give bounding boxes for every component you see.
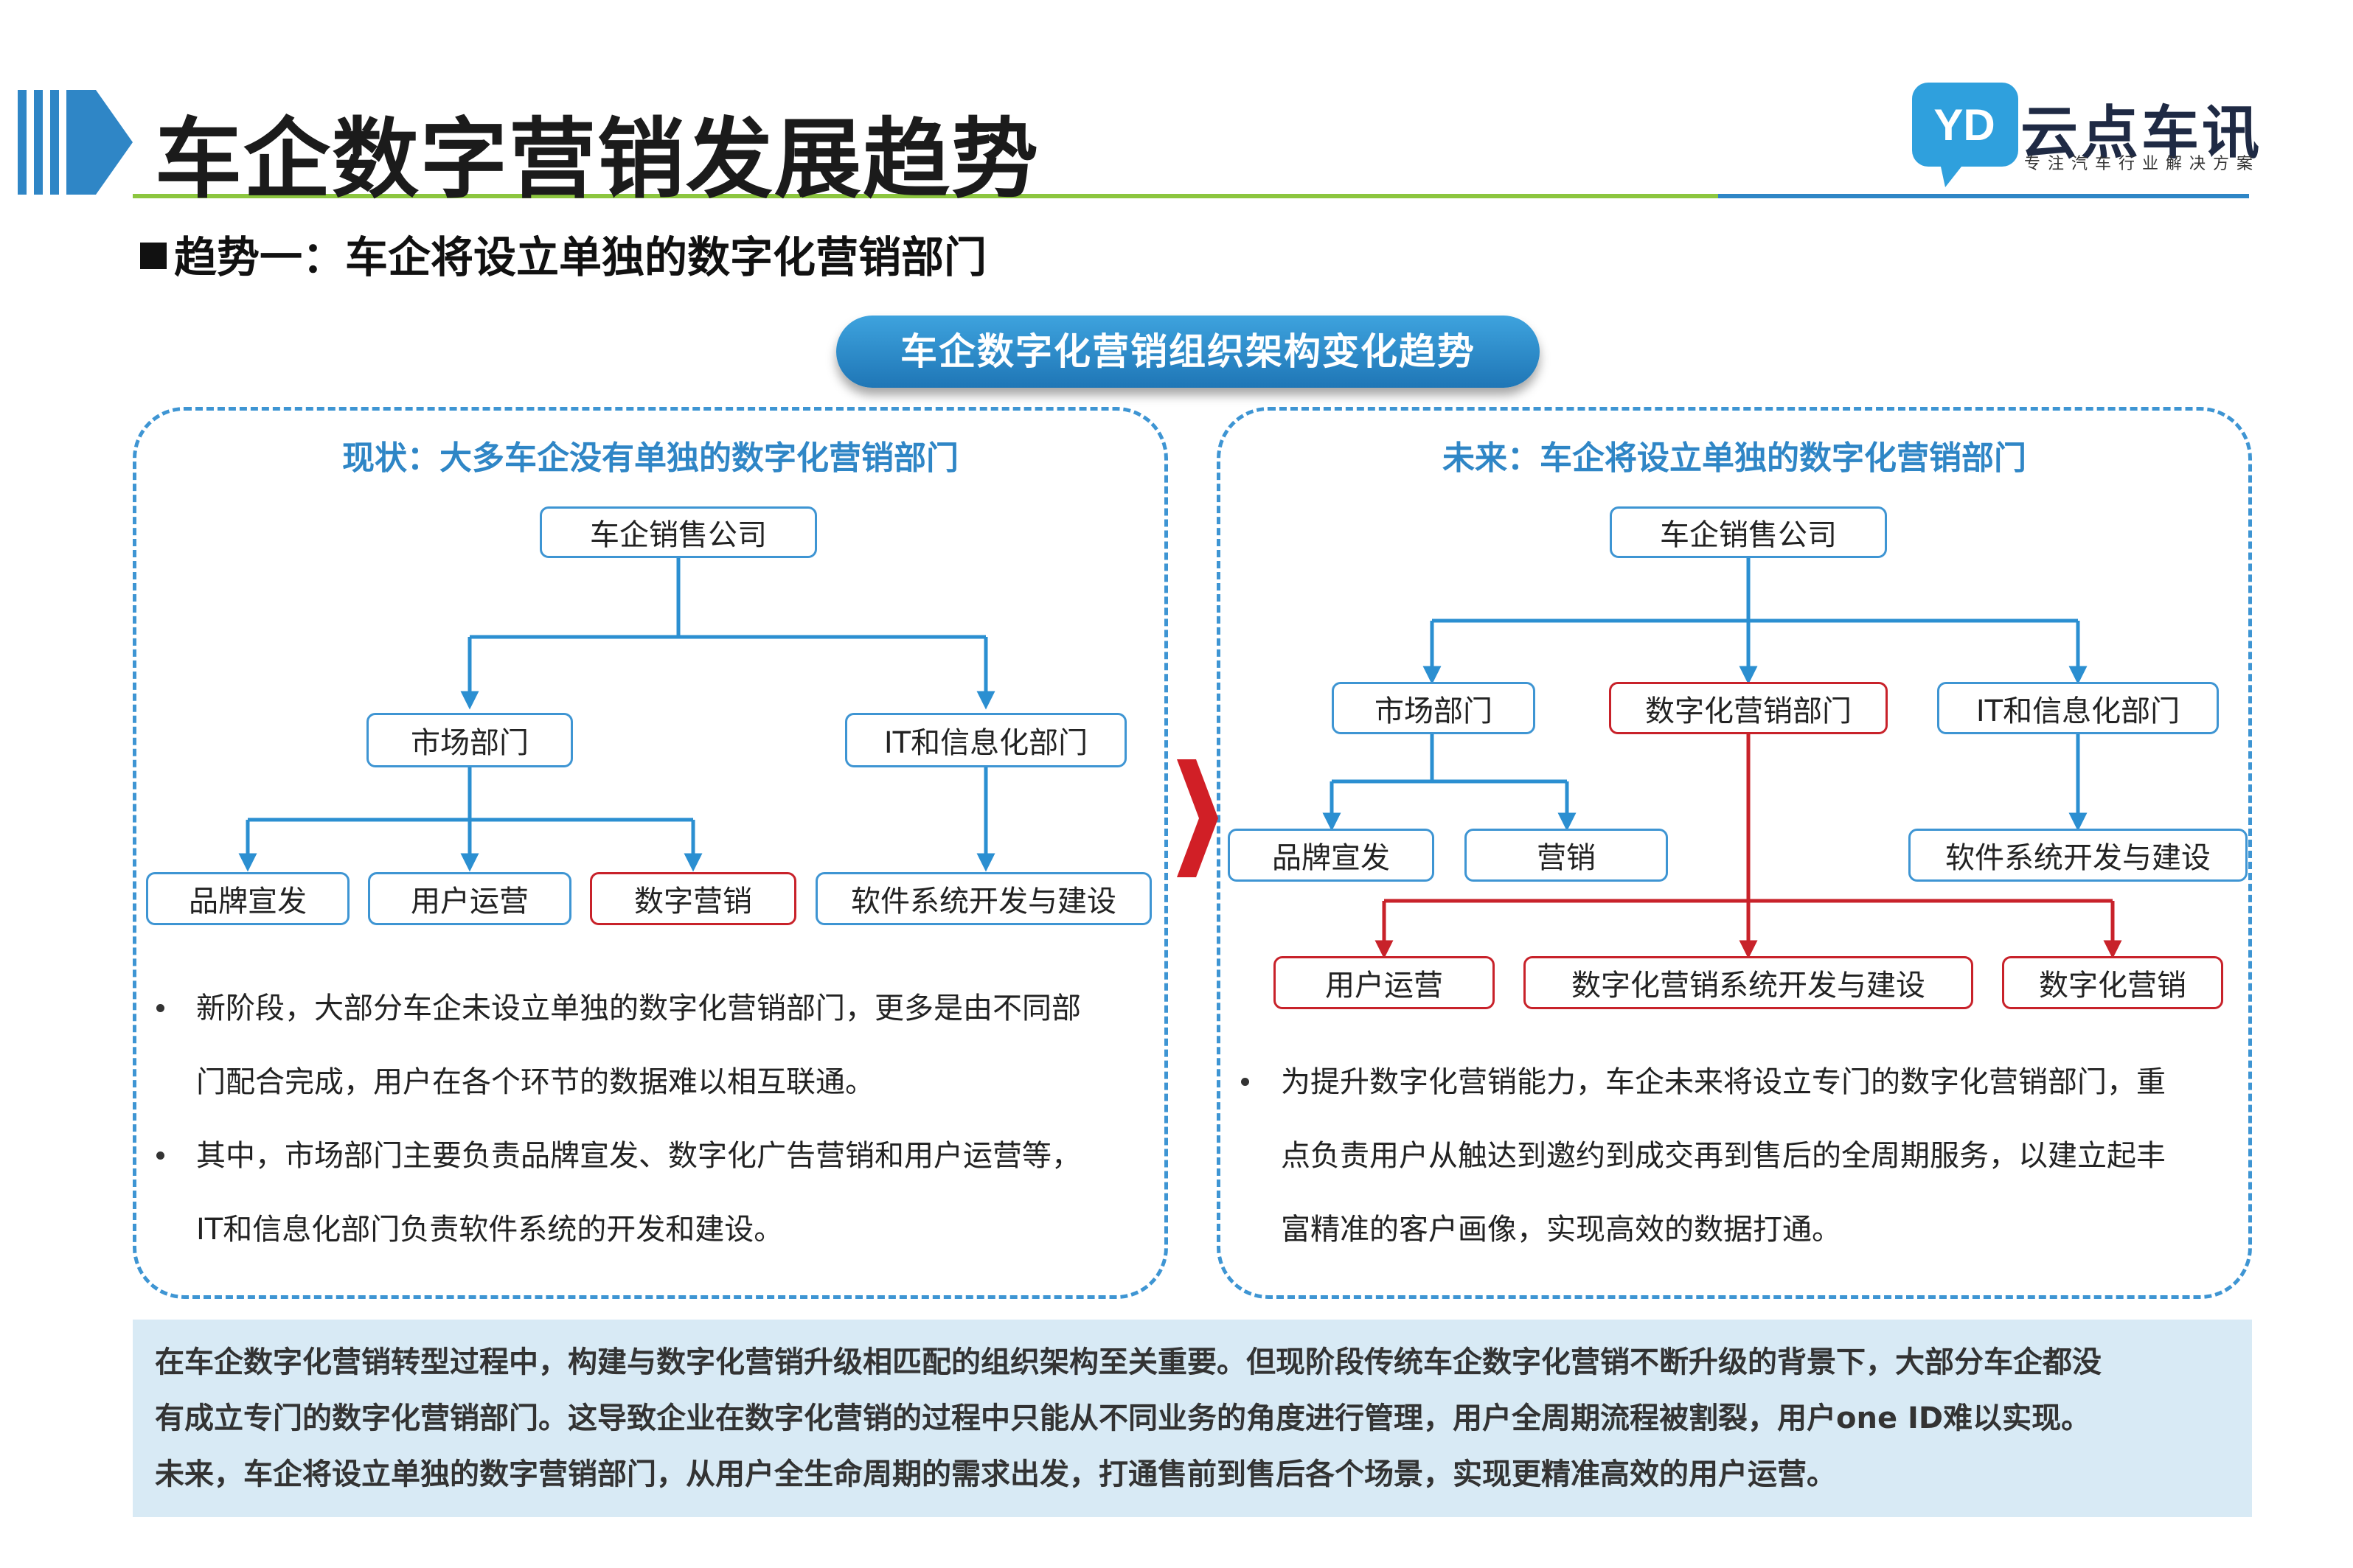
summary-line-2: 有成立专门的数字化营销部门。这导致企业在数字化营销的过程中只能从不同业务的角度进… [155,1401,2091,1435]
right-bullet-line-2: 点负责用户从触达到邀约到成交再到售后的全周期服务，以建立起丰 [1281,1139,2166,1173]
left-it-node: IT和信息化部门 [845,713,1127,767]
diagram-banner: 车企数字化营销组织架构变化趋势 [836,316,1540,388]
section-subtitle: 趋势一：车企将设立单独的数字化营销部门 [140,223,987,285]
right-bullet-line-3: 富精准的客户画像，实现高效的数据打通。 [1281,1213,1841,1247]
left-software-node: 软件系统开发与建设 [816,872,1152,925]
right-panel [1217,407,2252,1299]
svg-text:YD: YD [1933,100,1995,150]
left-digital-node: 数字营销 [590,872,796,925]
right-software-node: 软件系统开发与建设 [1908,829,2248,882]
header-stripe-1 [18,90,27,195]
left-bullet-2-line-2: IT和信息化部门负责软件系统的开发和建设。 [196,1213,784,1247]
header-stripe-3 [50,90,59,195]
summary-line-1: 在车企数字化营销转型过程中，构建与数字化营销升级相匹配的组织架构至关重要。但现阶… [155,1345,2102,1379]
right-bullet-line-1: 为提升数字化营销能力，车企未来将设立专门的数字化营销部门，重 [1281,1065,2166,1099]
page-title: 车企数字营销发展趋势 [155,108,1040,210]
left-panel-title: 现状：大多车企没有单独的数字化营销部门 [342,439,959,477]
right-digital-leaf-node: 数字化营销 [2002,956,2223,1009]
logo-slogan: 专注汽车行业解决方案 [2024,155,2261,173]
logo-mark-icon: YD [1912,83,2018,187]
left-root-node: 车企销售公司 [540,506,817,558]
left-bullet-2-line-1: 其中，市场部门主要负责品牌宣发、数字化广告营销和用户运营等， [196,1139,1081,1173]
logo-name: 云点车讯 [2020,100,2263,167]
header-arrow-shape [66,90,133,195]
left-bullet-1-line-1: 新阶段，大部分车企未设立单独的数字化营销部门，更多是由不同部 [196,992,1081,1025]
right-digital-dept-node: 数字化营销部门 [1609,682,1888,734]
left-bullet-dot-2 [156,1151,164,1160]
left-bullet-dot-1 [156,1004,164,1012]
summary-line-3: 未来，车企将设立单独的数字营销部门，从用户全生命周期的需求出发，打通售前到售后各… [155,1457,1836,1491]
right-digital-sys-node: 数字化营销系统开发与建设 [1523,956,1973,1009]
left-userops-node: 用户运营 [368,872,571,925]
right-market-node: 市场部门 [1332,682,1535,734]
left-bullet-1-line-2: 门配合完成，用户在各个环节的数据难以相互联通。 [196,1065,875,1099]
square-bullet-icon [140,243,167,269]
left-panel [133,407,1168,1299]
right-root-node: 车企销售公司 [1610,506,1887,558]
subtitle-text: 趋势一：车企将设立单独的数字化营销部门 [174,232,987,282]
right-marketing-node: 营销 [1464,829,1668,882]
right-it-node: IT和信息化部门 [1937,682,2219,734]
header-stripe-2 [34,90,43,195]
left-market-node: 市场部门 [366,713,573,767]
right-panel-title: 未来：车企将设立单独的数字化营销部门 [1442,439,2026,477]
summary-box: 在车企数字化营销转型过程中，构建与数字化营销升级相匹配的组织架构至关重要。但现阶… [133,1320,2252,1517]
right-bullet-dot-1 [1241,1078,1249,1086]
right-brand-node: 品牌宣发 [1228,829,1434,882]
left-brand-node: 品牌宣发 [146,872,350,925]
chevron-right-icon [1177,759,1218,877]
right-userops-node: 用户运营 [1273,956,1495,1009]
